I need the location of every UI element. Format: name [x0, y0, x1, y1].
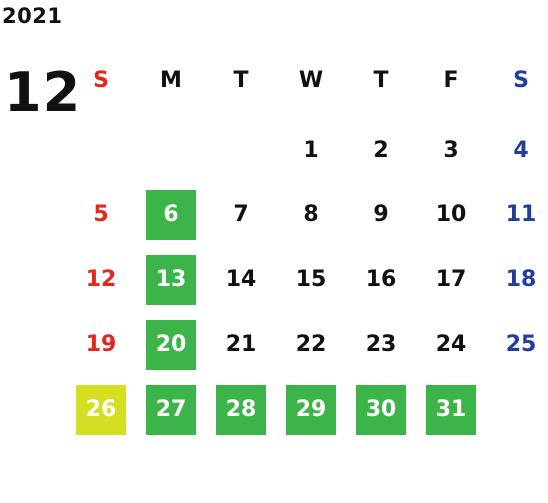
day-cell[interactable]: 4	[513, 138, 529, 163]
day-cell[interactable]: 2	[373, 138, 389, 163]
day-cell[interactable]: 10	[435, 202, 467, 227]
day-cell[interactable]: 24	[435, 332, 467, 357]
day-cell[interactable]: 11	[505, 202, 537, 227]
day-cell[interactable]: 16	[365, 267, 397, 292]
day-cell[interactable]: 23	[365, 332, 397, 357]
weekday-tue: T	[233, 68, 249, 93]
day-cell-holiday[interactable]: 13	[146, 255, 196, 305]
day-cell-holiday[interactable]: 28	[216, 385, 266, 435]
day-cell[interactable]: 14	[225, 267, 257, 292]
day-cell[interactable]: 22	[295, 332, 327, 357]
year-label: 2021	[2, 4, 63, 28]
day-cell[interactable]: 19	[85, 332, 117, 357]
day-cell-holiday[interactable]: 6	[146, 190, 196, 240]
day-cell[interactable]: 25	[505, 332, 537, 357]
day-cell-holiday[interactable]: 29	[286, 385, 336, 435]
day-cell[interactable]: 15	[295, 267, 327, 292]
day-cell[interactable]: 7	[233, 202, 249, 227]
day-cell[interactable]: 1	[303, 138, 319, 163]
day-cell[interactable]: 21	[225, 332, 257, 357]
weekday-wed: W	[298, 68, 324, 93]
day-cell[interactable]: 17	[435, 267, 467, 292]
weekday-mon: M	[160, 68, 182, 93]
day-cell-holiday[interactable]: 20	[146, 320, 196, 370]
day-cell-highlighted[interactable]: 26	[76, 385, 126, 435]
month-number: 12	[4, 61, 82, 124]
weekday-sat: S	[513, 68, 529, 93]
day-cell-holiday[interactable]: 31	[426, 385, 476, 435]
weekday-sun: S	[93, 68, 109, 93]
day-cell[interactable]: 18	[505, 267, 537, 292]
day-cell-holiday[interactable]: 30	[356, 385, 406, 435]
day-cell-holiday[interactable]: 27	[146, 385, 196, 435]
weekday-fri: F	[443, 68, 459, 93]
day-cell[interactable]: 3	[443, 138, 459, 163]
day-cell[interactable]: 5	[93, 202, 109, 227]
day-cell[interactable]: 12	[85, 267, 117, 292]
weekday-thu: T	[373, 68, 389, 93]
day-cell[interactable]: 8	[303, 202, 319, 227]
day-cell[interactable]: 9	[373, 202, 389, 227]
